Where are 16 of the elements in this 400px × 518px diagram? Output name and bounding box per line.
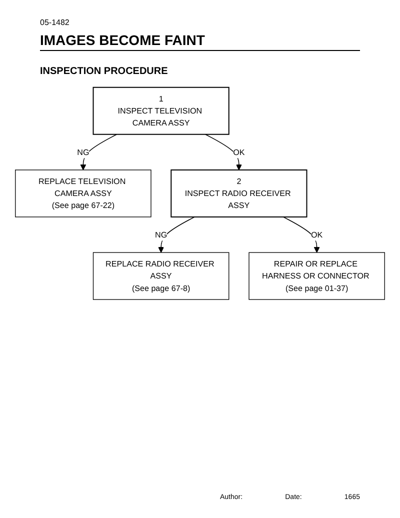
edge-label: NG [77, 147, 90, 157]
node-box: 1 INSPECT TELEVISION CAMERA ASSY [92, 86, 230, 135]
page-code: 05-1482 [40, 18, 70, 27]
node-box: REPLACE TELEVISION CAMERA ASSY (See page 67-22) [15, 170, 152, 218]
edge-label: NG [155, 230, 168, 240]
node-box: REPLACE RADIO RECEIVER ASSY (See page 67-8) [92, 252, 230, 300]
arrow [158, 216, 196, 253]
section-heading: INSPECTION PROCEDURE [40, 66, 168, 77]
node-box: REPAIR OR REPLACE HARNESS OR CONNECTOR (See page 01-37) [248, 252, 385, 300]
edge-label: OK [310, 230, 323, 240]
arrow [282, 216, 320, 253]
arrow [80, 134, 118, 170]
edge-label: OK [233, 147, 245, 157]
node-box: 2 INSPECT RADIO RECEIVER ASSY [170, 169, 308, 218]
page-title: IMAGES BECOME FAINT [40, 32, 360, 51]
arrow [204, 134, 242, 170]
